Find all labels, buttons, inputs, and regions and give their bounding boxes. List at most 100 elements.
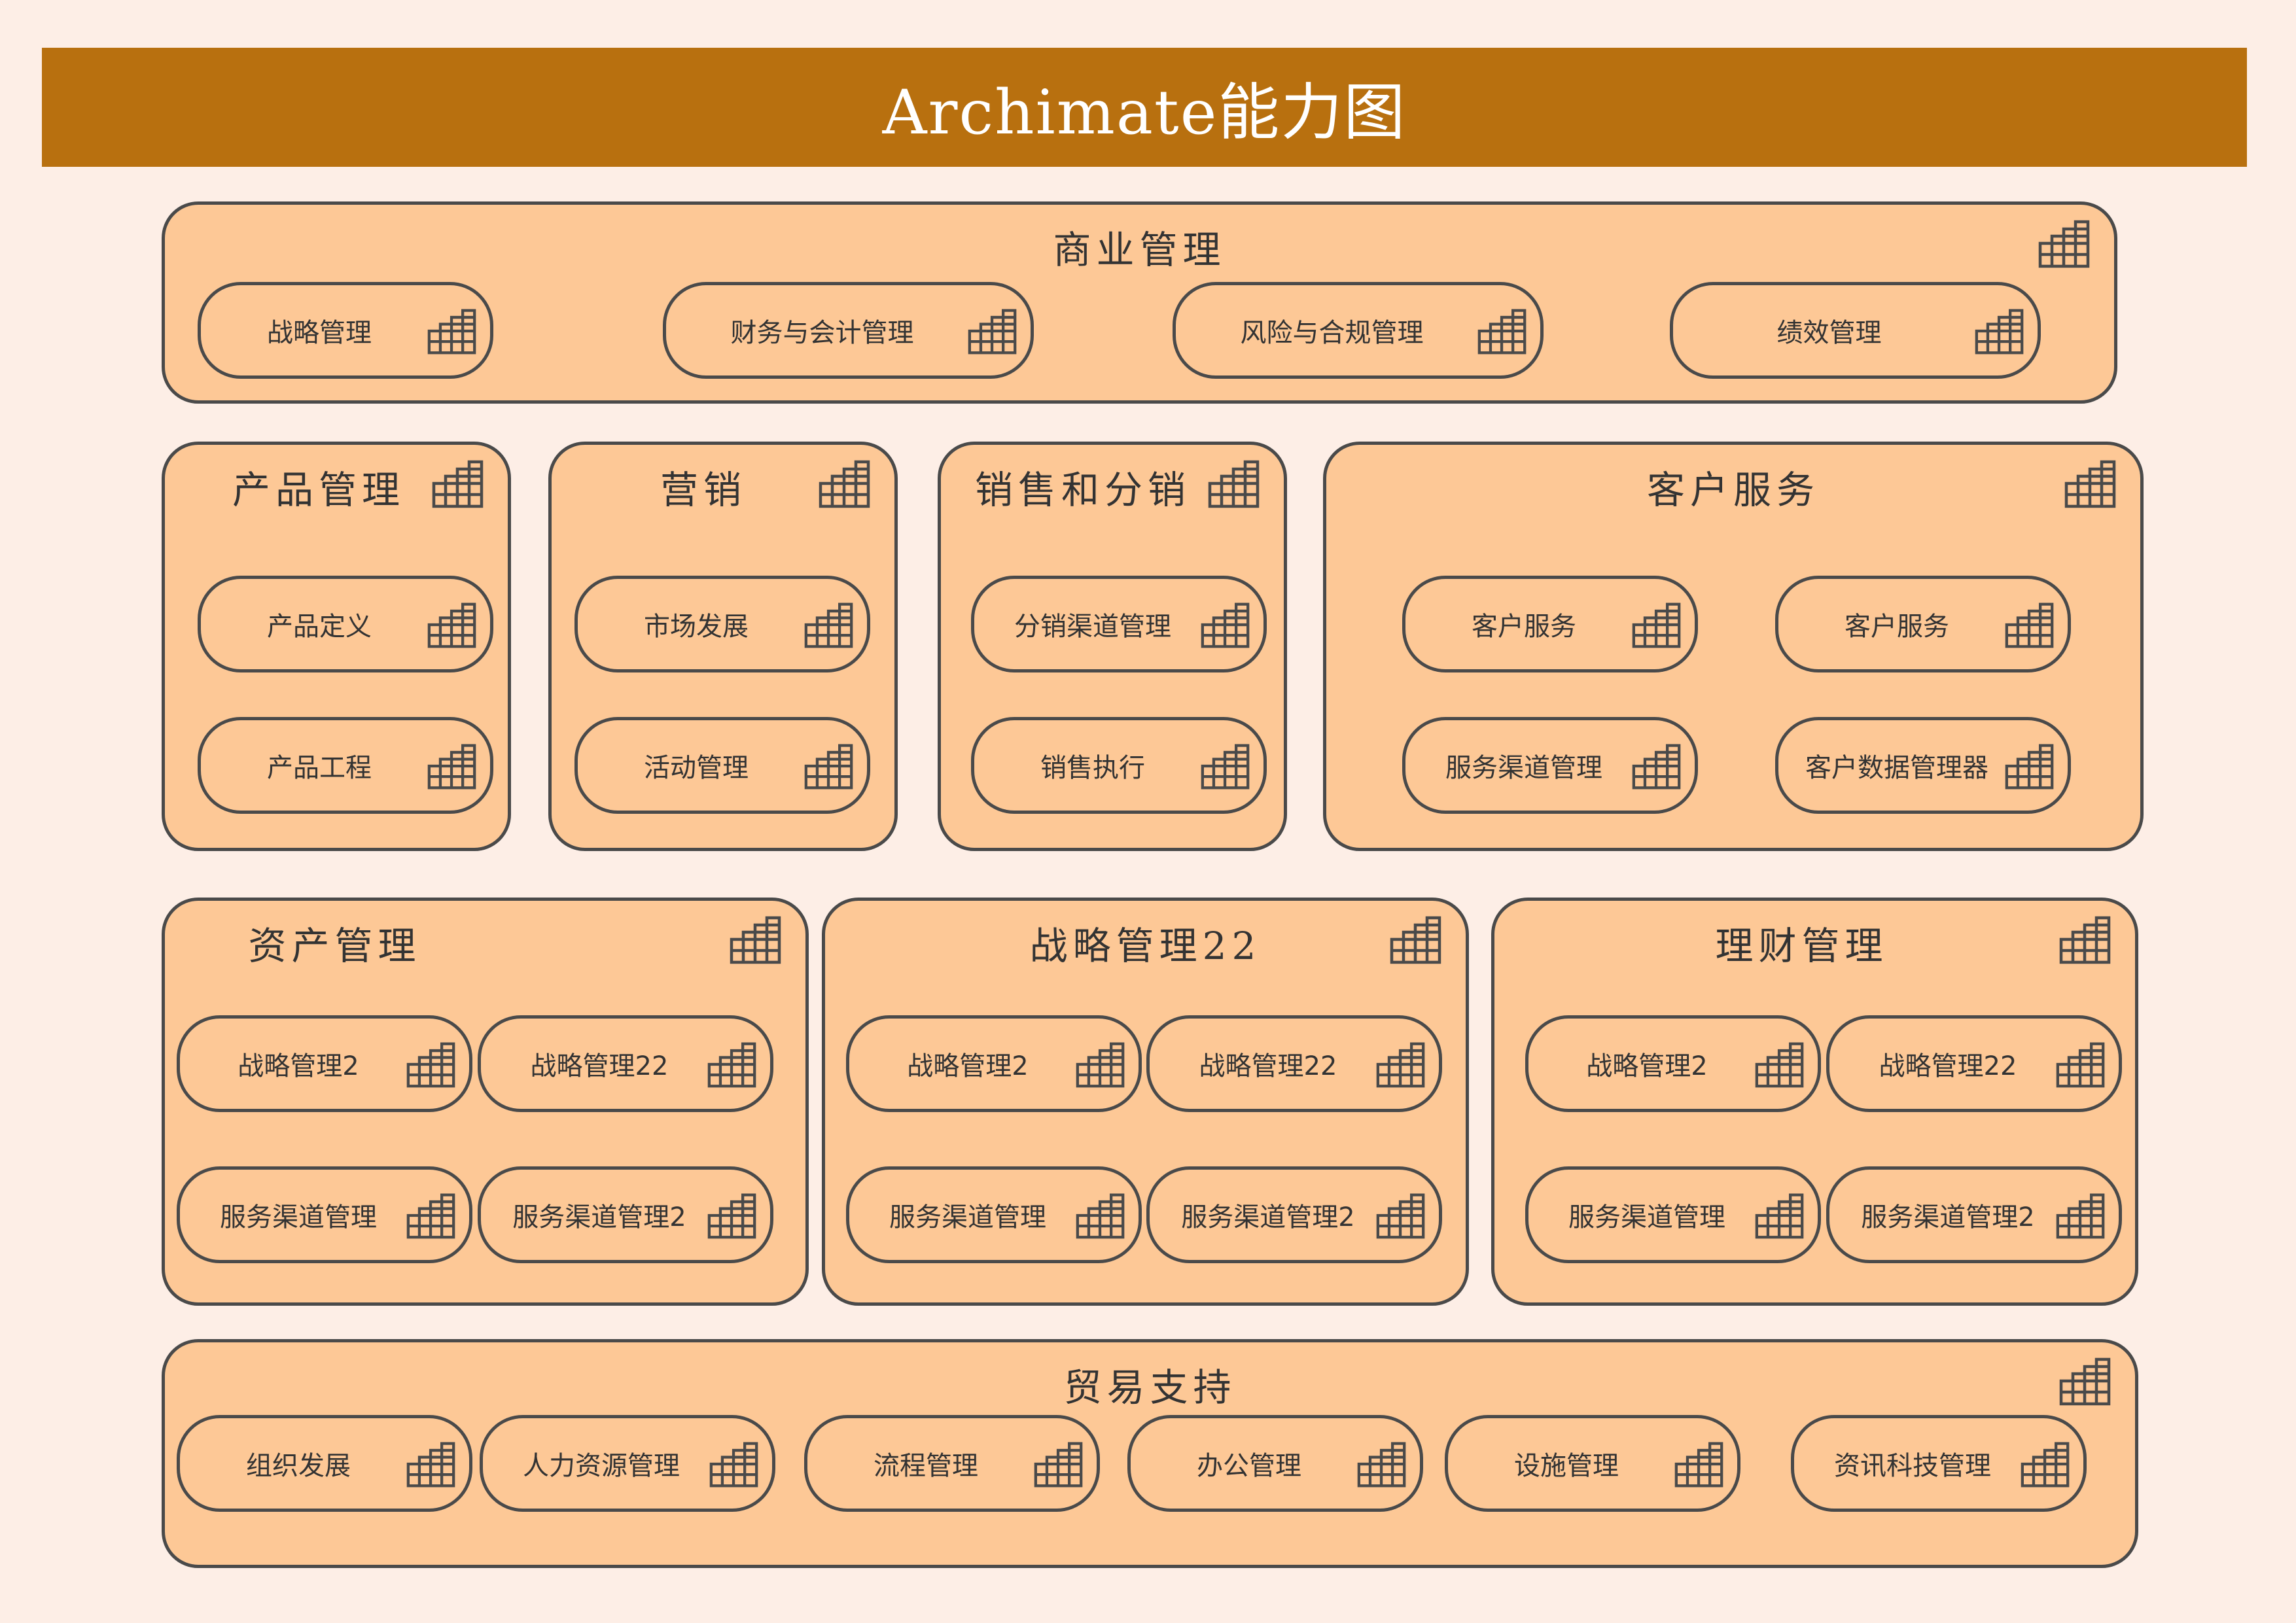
capability-box[interactable]: 战略管理22 bbox=[478, 1015, 773, 1112]
capability-staircase-icon bbox=[709, 1439, 759, 1488]
capability-staircase-icon bbox=[804, 741, 854, 790]
capability-box[interactable]: 服务渠道管理2 bbox=[1826, 1166, 2122, 1263]
capability-label: 战略管理22 bbox=[530, 1051, 669, 1081]
capability-staircase-icon bbox=[707, 1039, 757, 1089]
capability-staircase-icon bbox=[1076, 1190, 1125, 1240]
capability-label: 服务渠道管理2 bbox=[1861, 1202, 2035, 1232]
capability-staircase-icon bbox=[804, 599, 854, 649]
capability-box[interactable]: 组织发展 bbox=[177, 1415, 472, 1512]
capability-box[interactable]: 资讯科技管理 bbox=[1791, 1415, 2087, 1512]
capability-box[interactable]: 服务渠道管理 bbox=[846, 1166, 1142, 1263]
capability-box[interactable]: 绩效管理 bbox=[1670, 282, 2041, 379]
group-title: 营销 bbox=[660, 468, 747, 512]
capability-label: 组织发展 bbox=[246, 1451, 351, 1481]
capability-label: 资讯科技管理 bbox=[1834, 1451, 1991, 1481]
capability-label: 市场发展 bbox=[644, 612, 749, 642]
capability-staircase-icon bbox=[1477, 305, 1527, 355]
capability-box[interactable]: 服务渠道管理 bbox=[1402, 717, 1698, 814]
capability-box[interactable]: 客户服务 bbox=[1402, 576, 1698, 672]
capability-label: 流程管理 bbox=[874, 1451, 978, 1481]
capability-staircase-icon bbox=[1975, 305, 2024, 355]
capability-label: 服务渠道管理2 bbox=[512, 1202, 686, 1232]
capability-box[interactable]: 战略管理22 bbox=[1146, 1015, 1442, 1112]
group-title: 贸易支持 bbox=[1063, 1365, 1237, 1410]
capability-staircase-icon bbox=[427, 305, 477, 355]
capability-box[interactable]: 办公管理 bbox=[1127, 1415, 1423, 1512]
capability-staircase-icon bbox=[1755, 1190, 1805, 1240]
capability-label: 服务渠道管理 bbox=[889, 1202, 1046, 1232]
capability-label: 战略管理22 bbox=[1879, 1051, 2017, 1081]
capability-box[interactable]: 财务与会计管理 bbox=[663, 282, 1034, 379]
capability-label: 产品定义 bbox=[267, 612, 372, 642]
capability-box[interactable]: 客户数据管理器 bbox=[1775, 717, 2071, 814]
capability-label: 战略管理 bbox=[267, 318, 372, 348]
capability-staircase-icon bbox=[406, 1439, 456, 1488]
capability-label: 分销渠道管理 bbox=[1014, 612, 1171, 642]
capability-box[interactable]: 设施管理 bbox=[1445, 1415, 1740, 1512]
capability-staircase-icon bbox=[2005, 599, 2055, 649]
capability-label: 客户服务 bbox=[1845, 612, 1949, 642]
group-title: 产品管理 bbox=[232, 468, 405, 512]
capability-box[interactable]: 战略管理2 bbox=[177, 1015, 472, 1112]
capability-label: 服务渠道管理 bbox=[1568, 1202, 1725, 1232]
group-title: 资产管理 bbox=[248, 924, 421, 968]
capability-staircase-icon bbox=[1376, 1039, 1426, 1089]
capability-staircase-icon bbox=[2005, 741, 2055, 790]
capability-box[interactable]: 服务渠道管理2 bbox=[478, 1166, 773, 1263]
capability-label: 战略管理2 bbox=[1586, 1051, 1708, 1081]
capability-box[interactable]: 战略管理 bbox=[198, 282, 493, 379]
capability-staircase-icon bbox=[1034, 1439, 1084, 1488]
diagram-title: Archimate能力图 bbox=[882, 77, 1407, 148]
group-title: 战略管理22 bbox=[1029, 924, 1262, 968]
capability-box[interactable]: 服务渠道管理 bbox=[177, 1166, 472, 1263]
capability-label: 客户服务 bbox=[1472, 612, 1576, 642]
capability-staircase-icon bbox=[2064, 457, 2117, 509]
capability-staircase-icon bbox=[1201, 599, 1250, 649]
capability-label: 设施管理 bbox=[1514, 1451, 1619, 1481]
title-banner: Archimate能力图 bbox=[42, 48, 2247, 167]
capability-staircase-icon bbox=[2056, 1039, 2106, 1089]
capability-box[interactable]: 客户服务 bbox=[1775, 576, 2071, 672]
capability-label: 活动管理 bbox=[644, 753, 749, 783]
capability-label: 战略管理2 bbox=[907, 1051, 1029, 1081]
capability-box[interactable]: 活动管理 bbox=[574, 717, 870, 814]
capability-staircase-icon bbox=[1674, 1439, 1724, 1488]
capability-box[interactable]: 流程管理 bbox=[804, 1415, 1100, 1512]
capability-box[interactable]: 服务渠道管理2 bbox=[1146, 1166, 1442, 1263]
capability-staircase-icon bbox=[1357, 1439, 1407, 1488]
capability-staircase-icon bbox=[1376, 1190, 1426, 1240]
capability-box[interactable]: 人力资源管理 bbox=[480, 1415, 775, 1512]
group-title: 客户服务 bbox=[1646, 468, 1820, 512]
capability-staircase-icon bbox=[427, 741, 477, 790]
capability-staircase-icon bbox=[2021, 1439, 2070, 1488]
capability-box[interactable]: 服务渠道管理 bbox=[1525, 1166, 1821, 1263]
capability-box[interactable]: 战略管理2 bbox=[1525, 1015, 1821, 1112]
capability-box[interactable]: 分销渠道管理 bbox=[971, 576, 1267, 672]
capability-staircase-icon bbox=[1755, 1039, 1805, 1089]
capability-staircase-icon bbox=[1208, 457, 1260, 509]
capability-label: 服务渠道管理 bbox=[220, 1202, 377, 1232]
capability-box[interactable]: 产品定义 bbox=[198, 576, 493, 672]
capability-label: 销售执行 bbox=[1040, 753, 1145, 783]
capability-label: 客户数据管理器 bbox=[1805, 753, 1988, 783]
capability-label: 服务渠道管理2 bbox=[1181, 1202, 1355, 1232]
capability-staircase-icon bbox=[427, 599, 477, 649]
capability-label: 服务渠道管理 bbox=[1445, 753, 1602, 783]
capability-staircase-icon bbox=[1632, 599, 1682, 649]
capability-box[interactable]: 战略管理22 bbox=[1826, 1015, 2122, 1112]
capability-staircase-icon bbox=[1076, 1039, 1125, 1089]
group-title: 理财管理 bbox=[1715, 924, 1888, 968]
capability-box[interactable]: 销售执行 bbox=[971, 717, 1267, 814]
capability-label: 战略管理2 bbox=[238, 1051, 359, 1081]
capability-staircase-icon bbox=[2056, 1190, 2106, 1240]
capability-box[interactable]: 市场发展 bbox=[574, 576, 870, 672]
capability-label: 办公管理 bbox=[1197, 1451, 1301, 1481]
capability-box[interactable]: 产品工程 bbox=[198, 717, 493, 814]
capability-staircase-icon bbox=[1390, 913, 1442, 965]
capability-box[interactable]: 风险与合规管理 bbox=[1173, 282, 1544, 379]
capability-staircase-icon bbox=[432, 457, 484, 509]
capability-label: 财务与会计管理 bbox=[730, 318, 914, 348]
capability-staircase-icon bbox=[819, 457, 871, 509]
capability-label: 风险与合规管理 bbox=[1240, 318, 1424, 348]
capability-box[interactable]: 战略管理2 bbox=[846, 1015, 1142, 1112]
